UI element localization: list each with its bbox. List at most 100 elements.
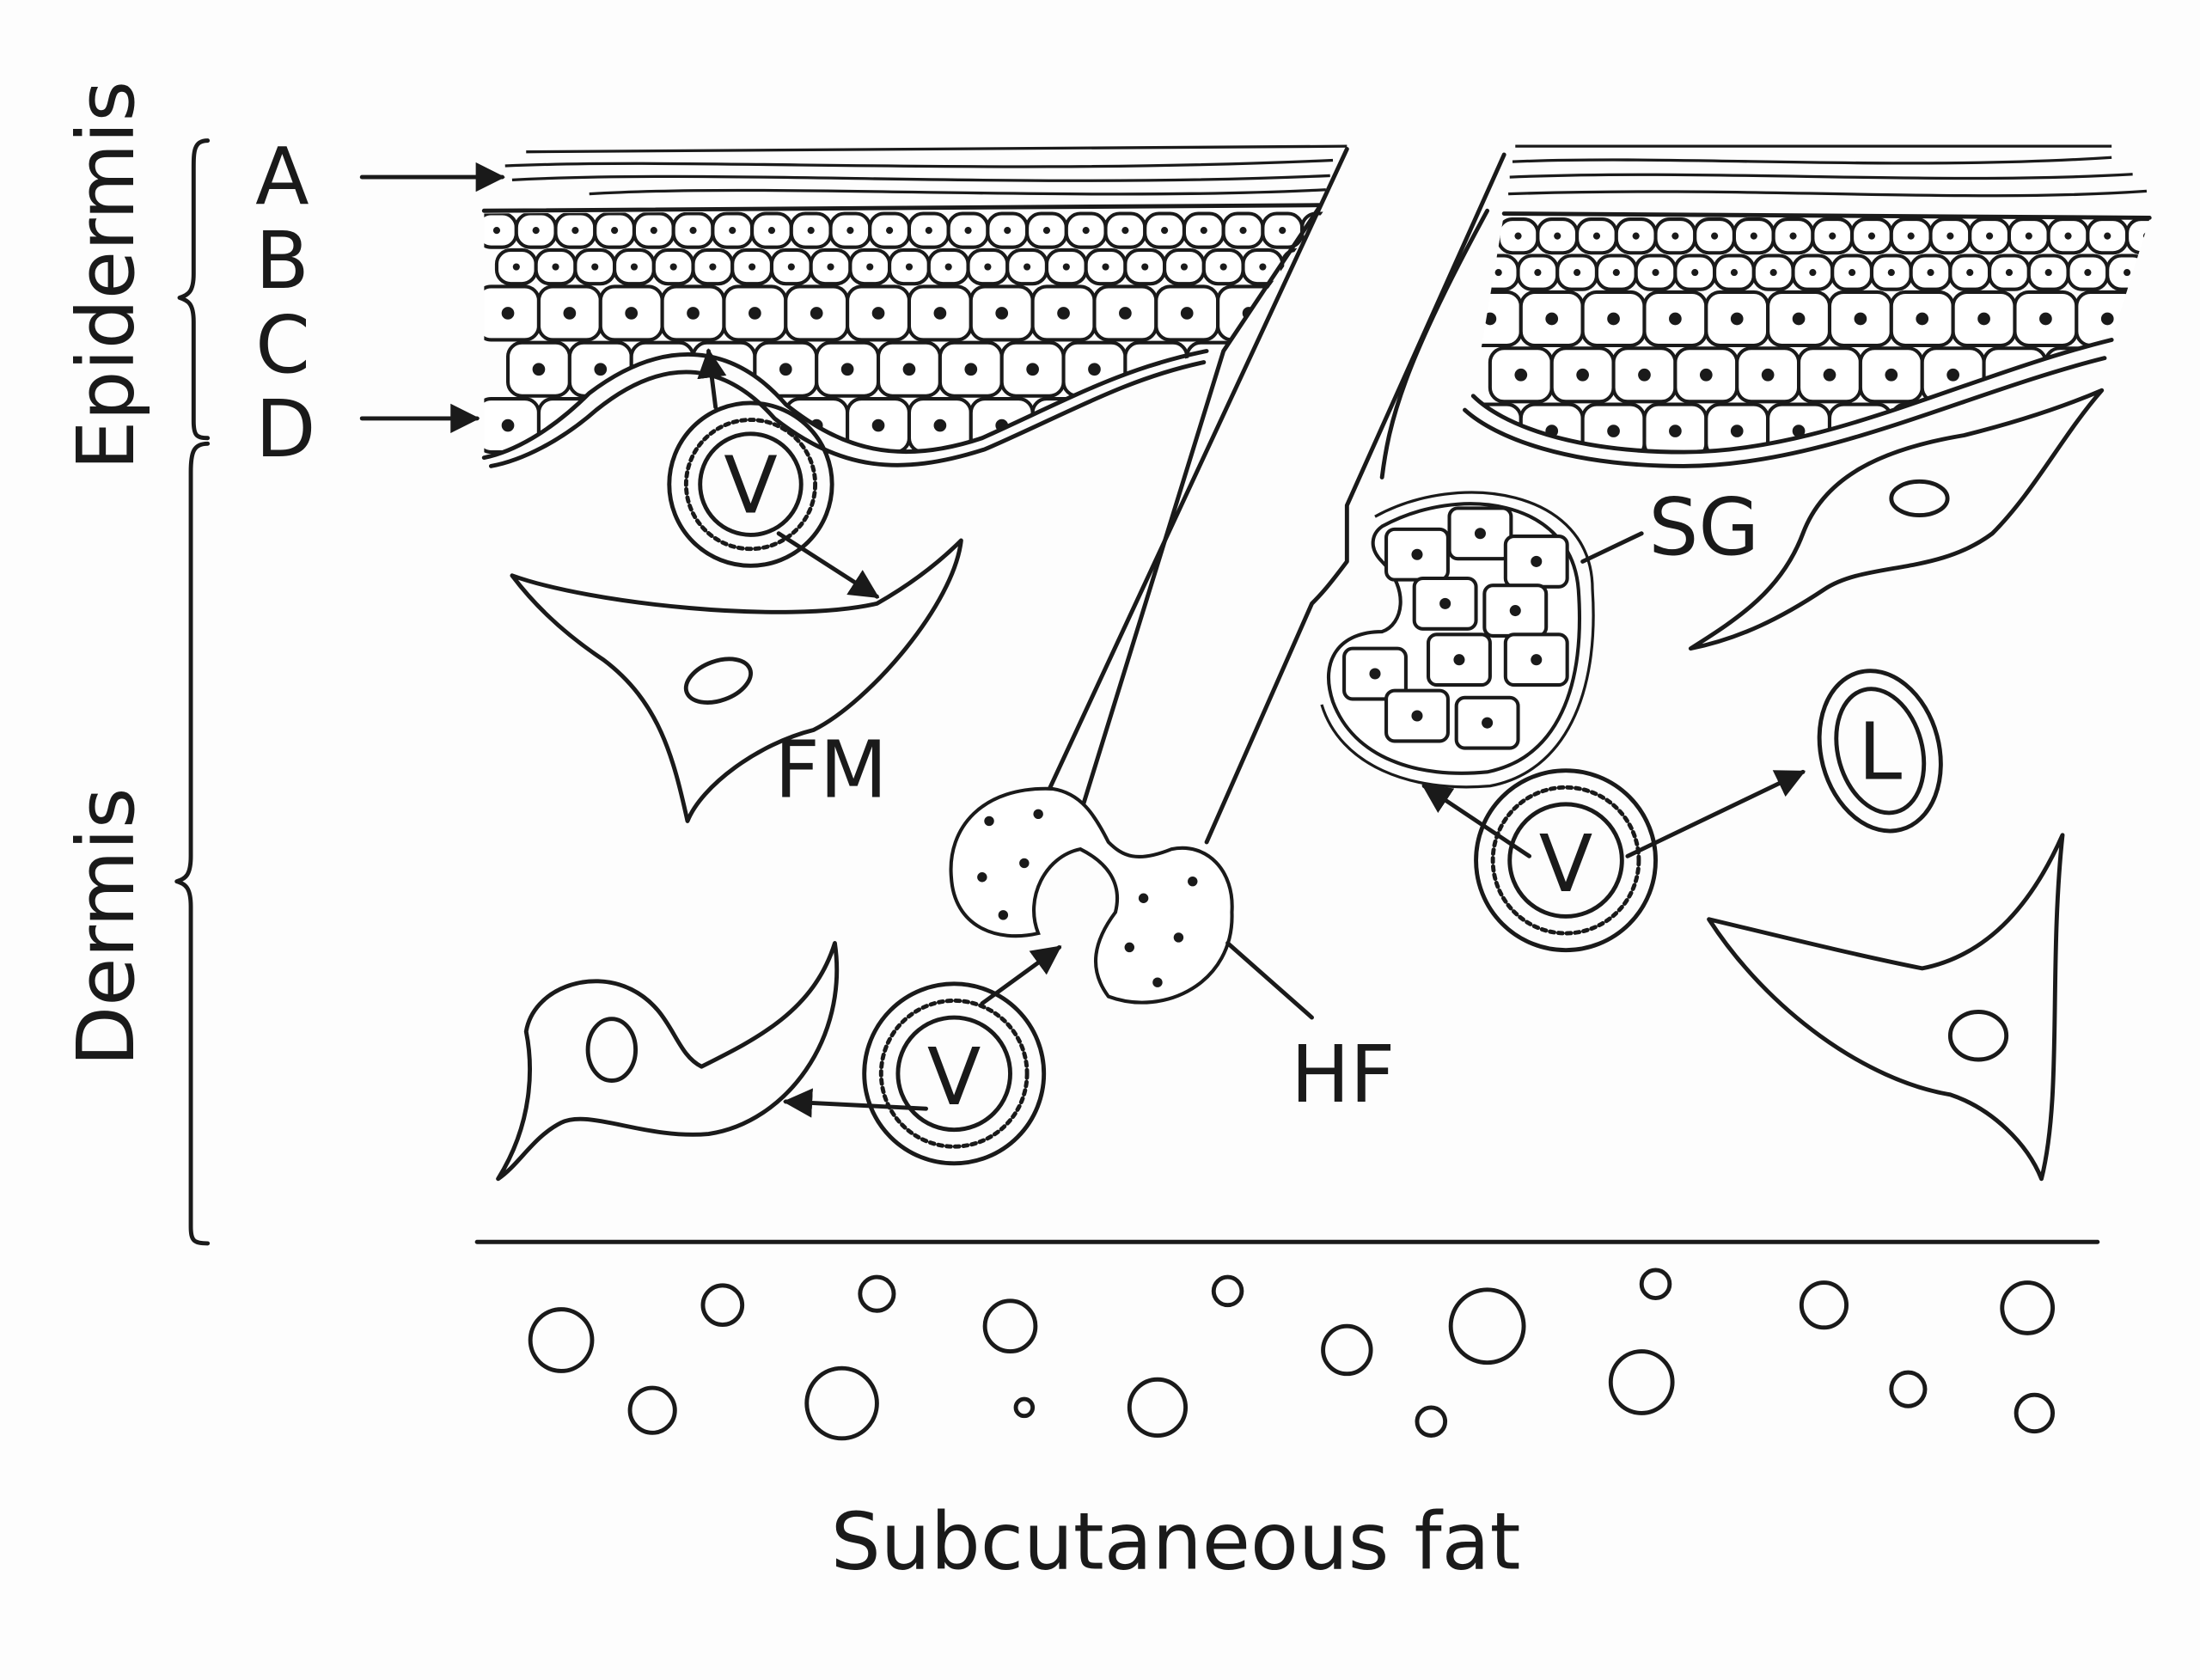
- cell-nucleus: [2100, 425, 2114, 437]
- cell-nucleus: [1304, 307, 1317, 320]
- cell-nucleus: [1338, 263, 1345, 270]
- cell-nucleus: [2124, 269, 2131, 277]
- cell-nucleus: [501, 418, 515, 432]
- cell-nucleus: [1366, 307, 1378, 320]
- fat-cell: [1127, 1377, 1189, 1439]
- follicle-cell-nucleus: [1124, 942, 1134, 953]
- cell-nucleus: [2163, 269, 2170, 276]
- cell-nucleus: [866, 263, 874, 271]
- cell-nucleus: [1439, 597, 1451, 609]
- cell-nucleus: [964, 227, 972, 235]
- fibroblast-top-right: [1688, 388, 2105, 651]
- cell-nucleus: [1854, 312, 1867, 326]
- cell-nucleus: [2131, 368, 2145, 382]
- layer-label-d: D: [255, 383, 315, 475]
- cell-nucleus: [1219, 263, 1227, 271]
- hf-leader: [1225, 941, 1314, 1020]
- cell-nucleus: [1088, 363, 1101, 376]
- epidermal-cell: [2144, 254, 2150, 291]
- cell-nucleus: [767, 227, 776, 235]
- lymphatic-label: L: [1858, 706, 1902, 797]
- cell-nucleus: [1482, 717, 1494, 729]
- diffusion-arrows: [697, 348, 1806, 1118]
- cell-nucleus: [933, 307, 947, 320]
- cell-nucleus: [984, 263, 992, 271]
- cell-nucleus: [1691, 269, 1699, 277]
- cell-nucleus: [1711, 232, 1719, 240]
- cell-nucleus: [1102, 263, 1109, 271]
- sg-leader: [1580, 531, 1644, 564]
- cell-nucleus: [1453, 654, 1465, 666]
- blood-vessel-top: V: [667, 400, 834, 568]
- fat-cell: [700, 1283, 745, 1328]
- cell-nucleus: [1273, 363, 1286, 376]
- fat-cell: [804, 1365, 879, 1441]
- cell-nucleus: [1369, 668, 1381, 680]
- cell-nucleus: [1004, 227, 1011, 235]
- cell-nucleus: [944, 263, 952, 271]
- vessel-label-bottom: V: [927, 1031, 981, 1123]
- cell-nucleus: [903, 475, 916, 488]
- cell-nucleus: [1299, 263, 1306, 271]
- epidermal-cell: [999, 453, 1066, 458]
- cell-nucleus: [1274, 475, 1286, 488]
- epidermal-cell: [1308, 340, 1326, 398]
- epidermal-cell: [1308, 453, 1326, 458]
- cell-nucleus: [533, 475, 546, 488]
- cell-nucleus: [2025, 232, 2032, 240]
- epidermal-cell: [2136, 402, 2150, 453]
- epidermal-cell: [629, 340, 695, 398]
- dermis-label: Dermis: [60, 788, 152, 1067]
- basement-membrane-left: [481, 349, 1209, 461]
- cell-nucleus: [1671, 232, 1679, 240]
- cell-nucleus: [1026, 475, 1039, 488]
- epidermis-cells-right: [1473, 217, 2170, 514]
- epidermal-cell: [2136, 290, 2150, 348]
- fat-cell: [528, 1307, 595, 1373]
- cell-nucleus: [1514, 481, 1527, 494]
- cell-nucleus: [718, 363, 730, 376]
- cell-nucleus: [1792, 425, 1806, 437]
- hf-label: HF: [1291, 1029, 1395, 1121]
- cell-nucleus: [1977, 312, 1990, 326]
- cell-nucleus: [2064, 232, 2072, 240]
- cell-nucleus: [2044, 269, 2052, 277]
- cell-nucleus: [1534, 269, 1542, 277]
- cell-nucleus: [1335, 363, 1348, 376]
- cell-nucleus: [1699, 368, 1713, 382]
- cell-nucleus: [1792, 312, 1806, 326]
- cell-nucleus: [1986, 232, 1994, 240]
- cell-nucleus: [871, 418, 885, 432]
- cell-nucleus: [905, 263, 914, 271]
- epidermal-cell: [1341, 286, 1403, 339]
- cell-nucleus: [689, 227, 697, 235]
- epidermal-cell: [2125, 217, 2150, 255]
- cell-nucleus: [1887, 269, 1895, 277]
- cell-nucleus: [1180, 307, 1194, 320]
- cell-nucleus: [1607, 312, 1620, 326]
- fat-cell: [1415, 1405, 1448, 1439]
- cell-nucleus: [1026, 363, 1039, 376]
- cell-nucleus: [1916, 312, 1929, 326]
- cell-nucleus: [1062, 263, 1070, 271]
- epidermal-cell: [938, 453, 1004, 458]
- cell-nucleus: [1239, 227, 1247, 235]
- cell-nucleus: [2132, 481, 2145, 494]
- cell-nucleus: [1946, 368, 1959, 382]
- vessel-label-right: V: [1539, 818, 1593, 910]
- fat-cell: [1889, 1370, 1928, 1408]
- cell-nucleus: [594, 363, 608, 376]
- follicle-cell-nucleus: [1188, 876, 1198, 887]
- epidermal-cell: [2107, 461, 2169, 514]
- cell-nucleus: [1531, 555, 1543, 567]
- cell-nucleus: [501, 307, 515, 320]
- cell-nucleus: [1057, 418, 1070, 432]
- cell-nucleus: [1823, 368, 1836, 382]
- cell-nucleus: [841, 475, 854, 488]
- epidermis-cells-left: [484, 211, 1403, 488]
- vessel-label-top: V: [724, 439, 778, 531]
- cell-nucleus: [1638, 368, 1651, 382]
- cell-nucleus: [650, 227, 657, 235]
- follicle-cell-nucleus: [1019, 858, 1030, 869]
